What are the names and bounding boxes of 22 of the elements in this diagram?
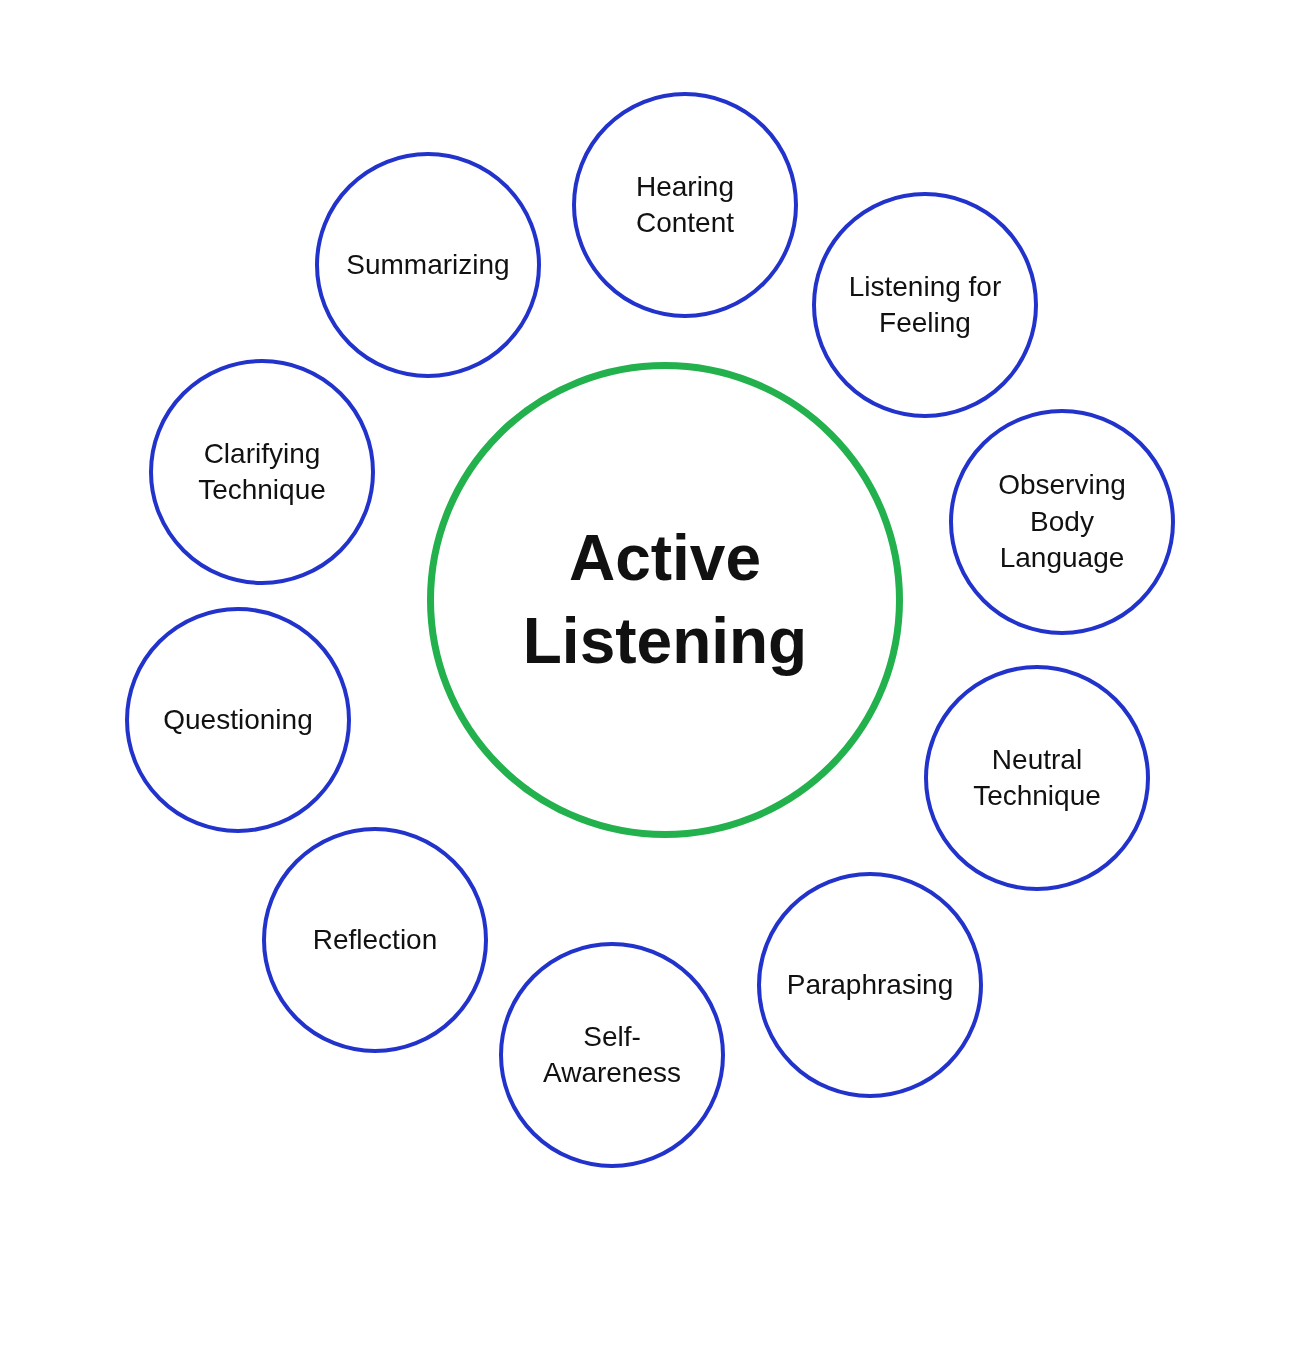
central-title: Active Listening [521,520,809,679]
topic-label: Hearing Content [634,169,736,240]
topic-circle [262,827,488,1053]
topic-circle [812,192,1038,418]
topic-label: Observing Body Language [997,468,1127,576]
topic-circle [315,152,541,378]
topic-circle [499,942,725,1168]
topic-circle [757,872,983,1098]
central-circle [427,362,903,838]
topic-label: Self- Awareness [542,1019,682,1090]
topic-circle [149,359,375,585]
topic-label: Questioning [162,702,314,737]
topic-label: Clarifying Technique [197,436,327,507]
topic-circle [572,92,798,318]
topic-circle [949,409,1175,635]
topic-label: Paraphrasing [785,967,955,1002]
topic-circle [924,665,1150,891]
topic-circle [125,607,351,833]
topic-label: Listening for Feeling [847,269,1003,340]
topic-label: Neutral Technique [972,742,1102,813]
topic-label: Reflection [311,922,439,957]
topic-label: Summarizing [345,247,511,282]
